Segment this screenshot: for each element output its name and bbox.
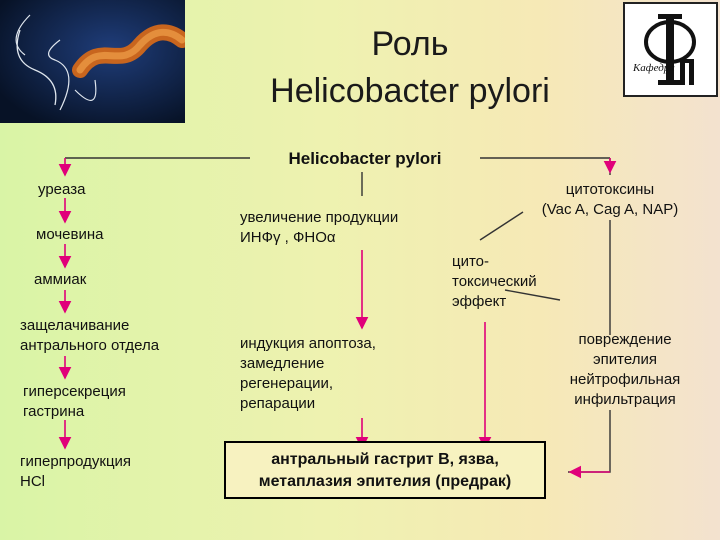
result-box: антральный гастрит В, язва, метаплазия э… xyxy=(224,441,546,499)
node-cytotoxins: цитотоксины (Vac A, Cag A, NAP) xyxy=(520,180,700,220)
node-cytotoxins-line2: (Vac A, Cag A, NAP) xyxy=(541,201,679,218)
node-apoptosis-line4: репарации xyxy=(240,395,316,412)
node-cytokine-line1: увеличение продукции xyxy=(240,209,399,226)
node-apoptosis-line1: индукция апоптоза, xyxy=(240,335,376,352)
node-damage-line4: инфильтрация xyxy=(574,391,676,408)
node-alkalization: защелачивание антрального отдела xyxy=(20,316,159,356)
bacterium-image xyxy=(0,0,185,123)
node-gastrin-hypersecretion: гиперсекреция гастрина xyxy=(23,382,126,422)
root-node: Helicobacter pylori xyxy=(288,149,442,168)
node-apoptosis-induction: индукция апоптоза, замедление регенераци… xyxy=(240,334,376,414)
node-gastrin-line2: гастрина xyxy=(23,403,85,420)
node-apoptosis-line2: замедление xyxy=(240,355,325,372)
node-alkalization-line1: защелачивание xyxy=(20,317,130,334)
node-hcl-line2: HCl xyxy=(20,473,45,490)
node-mochevina: мочевина xyxy=(36,226,104,243)
node-epithelial-damage: повреждение эпителия нейтрофильная инфил… xyxy=(540,330,710,410)
node-ammiak: аммиак xyxy=(34,271,87,288)
result-line1: антральный гастрит В, язва, xyxy=(271,451,499,468)
node-damage-line1: повреждение xyxy=(578,331,672,348)
node-cytotoxins-line1: цитотоксины xyxy=(565,181,655,198)
node-cytokine-line2: ИНФγ , ФНОα xyxy=(240,229,336,246)
node-cytokine-increase: увеличение продукции ИНФγ , ФНОα xyxy=(240,208,398,248)
node-cytotoxic-effect: цито- токсический эффект xyxy=(452,252,537,312)
node-effect-line2: токсический xyxy=(452,273,537,290)
node-hcl-line1: гиперпродукция xyxy=(20,453,132,470)
node-effect-line3: эффект xyxy=(452,293,507,310)
result-line2: метаплазия эпителия (предрак) xyxy=(258,473,512,490)
node-alkalization-line2: антрального отдела xyxy=(20,337,160,354)
node-apoptosis-line3: регенерации, xyxy=(240,375,333,392)
node-effect-line1: цито- xyxy=(452,253,490,270)
node-gastrin-line1: гиперсекреция xyxy=(23,383,126,400)
node-damage-line3: нейтрофильная xyxy=(569,371,681,388)
node-damage-line2: эпителия xyxy=(593,351,657,368)
slide-title-line1: Роль xyxy=(371,25,449,63)
node-hcl-overproduction: гиперпродукция HCl xyxy=(20,452,131,492)
node-ureaza: уреаза xyxy=(38,181,86,198)
svg-text:Кафедра: Кафедра xyxy=(632,62,675,74)
department-logo: Кафедра xyxy=(623,2,718,97)
slide-title-line2: Helicobacter pylori xyxy=(270,72,550,110)
